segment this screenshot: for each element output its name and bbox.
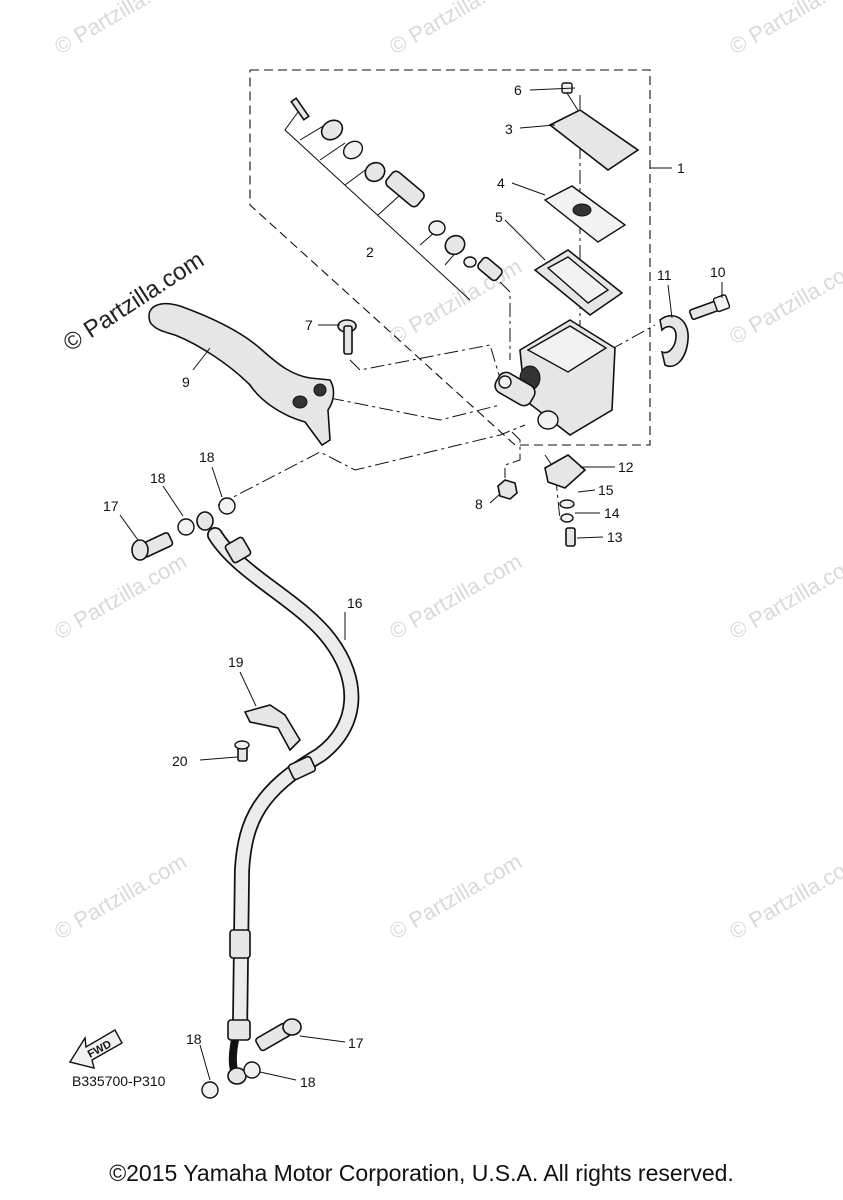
callout-17-upper: 17	[103, 498, 119, 514]
callout-6: 6	[514, 82, 522, 98]
copyright-notice: ©2015 Yamaha Motor Corporation, U.S.A. A…	[109, 1160, 734, 1186]
master-cylinder-body	[494, 319, 616, 436]
watermark: © Partzilla.com	[385, 0, 526, 59]
brake-hose	[207, 527, 360, 1085]
watermark: © Partzilla.com	[50, 0, 191, 59]
callout-18-lower-left: 18	[186, 1031, 202, 1047]
callout-10: 10	[710, 264, 726, 280]
callout-19: 19	[228, 654, 244, 670]
callout-13: 13	[607, 529, 623, 545]
watermark: © Partzilla.com	[725, 849, 843, 945]
callouts: 1 2 3 4 5 6 7 8 9 10 11 12 13 14 15 16 1…	[103, 82, 726, 1090]
brake-lever	[148, 302, 335, 447]
callout-3: 3	[505, 121, 513, 137]
callout-leaders	[119, 87, 723, 1081]
watermark: © Partzilla.com	[725, 254, 843, 350]
callout-9: 9	[182, 374, 190, 390]
piston-kit	[290, 97, 503, 282]
watermark: © Partzilla.com	[385, 549, 526, 645]
reservoir-cap-set	[533, 82, 640, 316]
callout-2: 2	[366, 244, 374, 260]
diagram-code: B335700-P310	[72, 1073, 166, 1089]
watermark-layer: © Partzilla.com © Partzilla.com © Partzi…	[50, 0, 843, 944]
callout-15: 15	[598, 482, 614, 498]
pivot-bolt-and-nut	[337, 319, 518, 500]
callout-18-lower-right: 18	[300, 1074, 316, 1090]
watermark: © Partzilla.com	[725, 549, 843, 645]
lower-banjo-fitting	[201, 1018, 302, 1099]
callout-17-lower: 17	[348, 1035, 364, 1051]
callout-16: 16	[347, 595, 363, 611]
handlebar-clamp	[659, 294, 731, 367]
callout-7: 7	[305, 317, 313, 333]
callout-8: 8	[475, 496, 483, 512]
callout-11: 11	[657, 267, 672, 283]
callout-12: 12	[618, 459, 634, 475]
callout-14: 14	[604, 505, 620, 521]
watermark: © Partzilla.com	[50, 849, 191, 945]
callout-18-upper-left: 18	[150, 470, 166, 486]
watermark: © Partzilla.com	[50, 549, 191, 645]
fwd-label: FWD	[86, 1038, 114, 1060]
upper-banjo-fitting	[131, 497, 236, 561]
assembly-boundary	[249, 69, 651, 446]
callout-20: 20	[172, 753, 188, 769]
callout-5: 5	[495, 209, 503, 225]
callout-1: 1	[677, 160, 685, 176]
watermark: © Partzilla.com	[385, 254, 526, 350]
forward-arrow-icon: FWD	[68, 1029, 123, 1069]
watermark: © Partzilla.com	[385, 849, 526, 945]
hose-guide	[234, 704, 302, 762]
callout-4: 4	[497, 175, 505, 191]
watermark: © Partzilla.com	[725, 0, 843, 59]
piston-kit-leaders	[284, 111, 471, 301]
callout-18-upper-right: 18	[199, 449, 215, 465]
brake-switch-set	[544, 454, 587, 547]
